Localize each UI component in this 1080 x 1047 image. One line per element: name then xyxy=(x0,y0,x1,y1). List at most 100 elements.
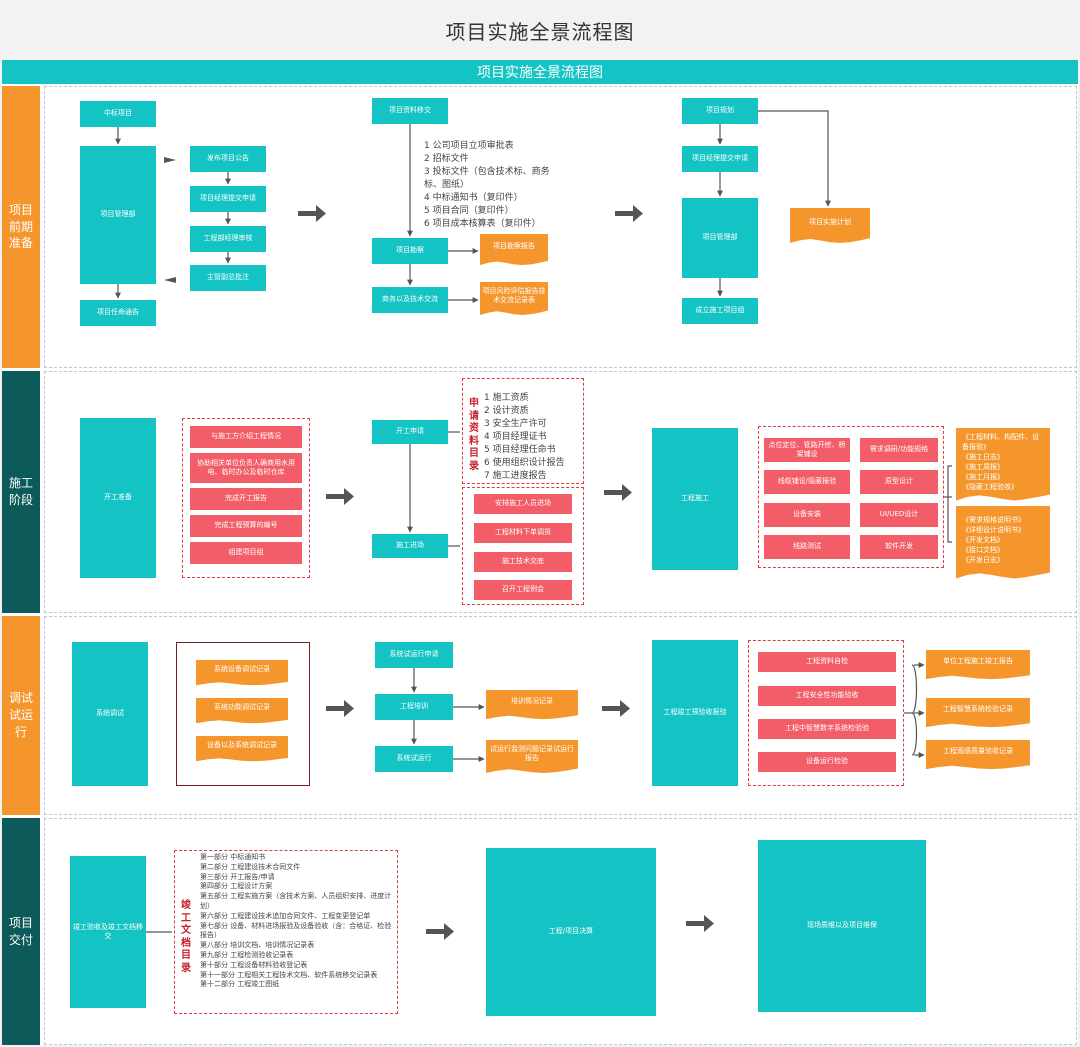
completion-doc-item: 第八部分 培训文档、培训情况记录表 xyxy=(200,941,315,950)
transfer-item: 3 投标文件（包含技术标、商务标、图纸） xyxy=(424,167,550,191)
doc-debug: 系统设备调试记录 xyxy=(196,660,288,686)
doc-training-record: 培训情况记录 xyxy=(486,690,578,720)
doc-line: 《详细设计说明书》 xyxy=(962,525,1025,534)
node-trial-run: 系统试运行 xyxy=(375,746,453,772)
completion-docs-title: 竣工文档目录 xyxy=(181,900,191,974)
transfer-item: 6 项目成本核算表（复印件） xyxy=(424,219,541,230)
completion-docs-group xyxy=(174,850,398,1014)
node-planning: 项目规划 xyxy=(682,98,758,124)
doc-line: 《开发文档》 xyxy=(962,535,1004,544)
stage-box-delivery xyxy=(44,818,1077,1045)
transfer-item: 1 公司项目立项审批表 xyxy=(424,141,514,151)
prep-item: 组建项目组 xyxy=(190,542,302,564)
node-trial-apply: 系统试运行申请 xyxy=(375,642,453,668)
apply-item: 1 施工资质 xyxy=(484,393,529,403)
completion-doc-item: 第三部分 开工报告/申请 xyxy=(200,872,275,881)
page-title: 项目实施全景流程图 xyxy=(445,19,635,44)
apply-list-title: 申请资料目录 xyxy=(469,398,479,472)
prep-item: 协助相关单位负责人确商用水用电、临时办公及临时仓库 xyxy=(190,453,302,483)
acceptance-item: 工程资料自检 xyxy=(758,652,896,672)
completion-docs-list: 第一部分 中标通知书 第二部分 工程建设技术合同文件 第三部分 开工报告/申请 … xyxy=(200,853,394,990)
node-construction: 工程施工 xyxy=(652,428,738,570)
transfer-list: 1 公司项目立项审批表 2 招标文件 3 投标文件（包含技术标、商务标、图纸） … xyxy=(424,140,554,231)
grid-item: 原型设计 xyxy=(860,470,938,494)
node-pm-submit: 项目经理提交申请 xyxy=(682,146,758,172)
transfer-item: 2 招标文件 xyxy=(424,154,469,165)
stage-box-prep xyxy=(44,86,1077,368)
enter-item: 安排施工人员进场 xyxy=(474,494,572,514)
stage-label-commissioning: 调试试运行 xyxy=(2,616,40,815)
doc-impl-plan: 项目实施计划 xyxy=(790,208,870,243)
completion-doc-item: 第九部分 工程检测验收记录表 xyxy=(200,950,294,959)
node-director-approve: 主管副总批注 xyxy=(190,265,266,291)
enter-item: 召开工程例会 xyxy=(474,580,572,600)
prep-item: 与施工方介绍工程情况 xyxy=(190,426,302,448)
enter-item: 施工技术交底 xyxy=(474,552,572,572)
stage-label-delivery: 项目交付 xyxy=(2,818,40,1045)
doc-software-records: 《需求规格说明书》 《详细设计说明书》 《开发文档》 《接口文档》 《开发日志》 xyxy=(956,506,1050,579)
doc-line: 《施工日志》 xyxy=(962,452,1004,461)
doc-line: 《接口文档》 xyxy=(962,546,1004,555)
completion-doc-item: 第一部分 中标通知书 xyxy=(200,853,266,861)
grid-item: UI/UED设计 xyxy=(860,503,938,527)
node-training: 工程培训 xyxy=(375,694,453,720)
node-build-group: 成立施工项目组 xyxy=(682,298,758,324)
apply-item: 4 项目经理证书 xyxy=(484,432,547,443)
stage-label-construction: 施工阶段 xyxy=(2,371,40,613)
grid-item: 线缆铺设/隐蔽报验 xyxy=(764,470,850,494)
doc-acceptance: 单位工程施工竣工报告 xyxy=(926,650,1030,680)
node-settlement: 工程/项目决算 xyxy=(486,848,656,1016)
stage-label-prep: 项目前期准备 xyxy=(2,86,40,368)
doc-survey-report: 项目勘察报告 xyxy=(480,234,548,266)
grid-item: 线路测试 xyxy=(764,535,850,559)
completion-doc-item: 第十部分 工程设备材料验收登记表 xyxy=(200,960,308,969)
prep-item: 完成开工报告 xyxy=(190,488,302,510)
grid-item: 需求调研/功能规格 xyxy=(860,438,938,462)
apply-item: 3 安全生产许可 xyxy=(484,419,547,430)
node-tech-exchange: 商务以及技术交流 xyxy=(372,287,448,313)
node-pre-acceptance: 工程竣工预验收报验 xyxy=(652,640,738,786)
enter-item: 工程材料下单调货 xyxy=(474,523,572,543)
node-project-dept: 项目管理部 xyxy=(80,146,156,284)
doc-risk-record: 项目风险评估报告技术交流记录表 xyxy=(480,282,548,315)
debug-items-group xyxy=(176,642,310,786)
node-publish-notice: 发布项目公告 xyxy=(190,146,266,172)
completion-doc-item: 第六部分 工程建设技术追加合同文件、工程变更登记单 xyxy=(200,911,371,920)
node-transfer: 项目资料移交 xyxy=(372,98,448,124)
completion-doc-item: 第四部分 工程设计方案 xyxy=(200,882,273,891)
node-eng-review: 工程部经理审核 xyxy=(190,226,266,252)
doc-debug: 系统功能调试记录 xyxy=(196,698,288,724)
acceptance-items-group xyxy=(748,640,904,786)
doc-acceptance: 工程智慧系统检验记录 xyxy=(926,698,1030,728)
node-project-dept-2: 项目管理部 xyxy=(682,198,758,278)
stage-box-commissioning xyxy=(44,616,1077,815)
apply-item: 7 施工进度报告 xyxy=(484,471,547,482)
node-handover: 竣工验收及竣工文档移交 xyxy=(70,856,146,1008)
acceptance-item: 工程安全性功能验收 xyxy=(758,686,896,706)
node-apply-start: 开工申请 xyxy=(372,420,448,444)
completion-doc-item: 第五部分 工程实施方案（含技术方案、人员组织安排、进度计划） xyxy=(200,892,392,910)
node-system-debug: 系统调试 xyxy=(72,642,148,786)
prep-items-group xyxy=(182,418,310,578)
flowchart-header: 项目实施全景流程图 xyxy=(2,60,1078,84)
apply-item: 5 项目经理任命书 xyxy=(484,445,556,456)
completion-doc-item: 第二部分 工程建设技术合同文件 xyxy=(200,862,301,871)
completion-doc-item: 第十一部分 工程相关工程技术文档、软件系统移交记录表 xyxy=(200,970,378,979)
node-warranty: 现场质维以及项目维保 xyxy=(758,840,926,1012)
grid-item: 设备安装 xyxy=(764,503,850,527)
doc-construction-records: 《工程材料、构配件、设备报验》 《施工日志》 《施工周报》 《施工月报》 《隐蔽… xyxy=(956,428,1050,501)
node-pm-apply: 项目经理提交申请 xyxy=(190,186,266,212)
node-start-prep: 开工准备 xyxy=(80,418,156,578)
doc-acceptance: 工程观感质量验收记录 xyxy=(926,740,1030,770)
grid-item: 软件开发 xyxy=(860,535,938,559)
grid-item: 点位定位、管路开挖、桥架铺设 xyxy=(764,438,850,462)
prep-item: 完成工程预算的编号 xyxy=(190,515,302,537)
acceptance-item: 设备运行检验 xyxy=(758,752,896,772)
stage-box-construction xyxy=(44,371,1077,613)
apply-item: 2 设计资质 xyxy=(484,406,529,417)
node-survey: 项目勘察 xyxy=(372,238,448,264)
completion-doc-item: 第十二部分 工程竣工图纸 xyxy=(200,980,280,989)
doc-line: 《开发日志》 xyxy=(962,556,1004,565)
apply-list-group xyxy=(462,378,584,484)
enter-items-group xyxy=(462,487,584,605)
